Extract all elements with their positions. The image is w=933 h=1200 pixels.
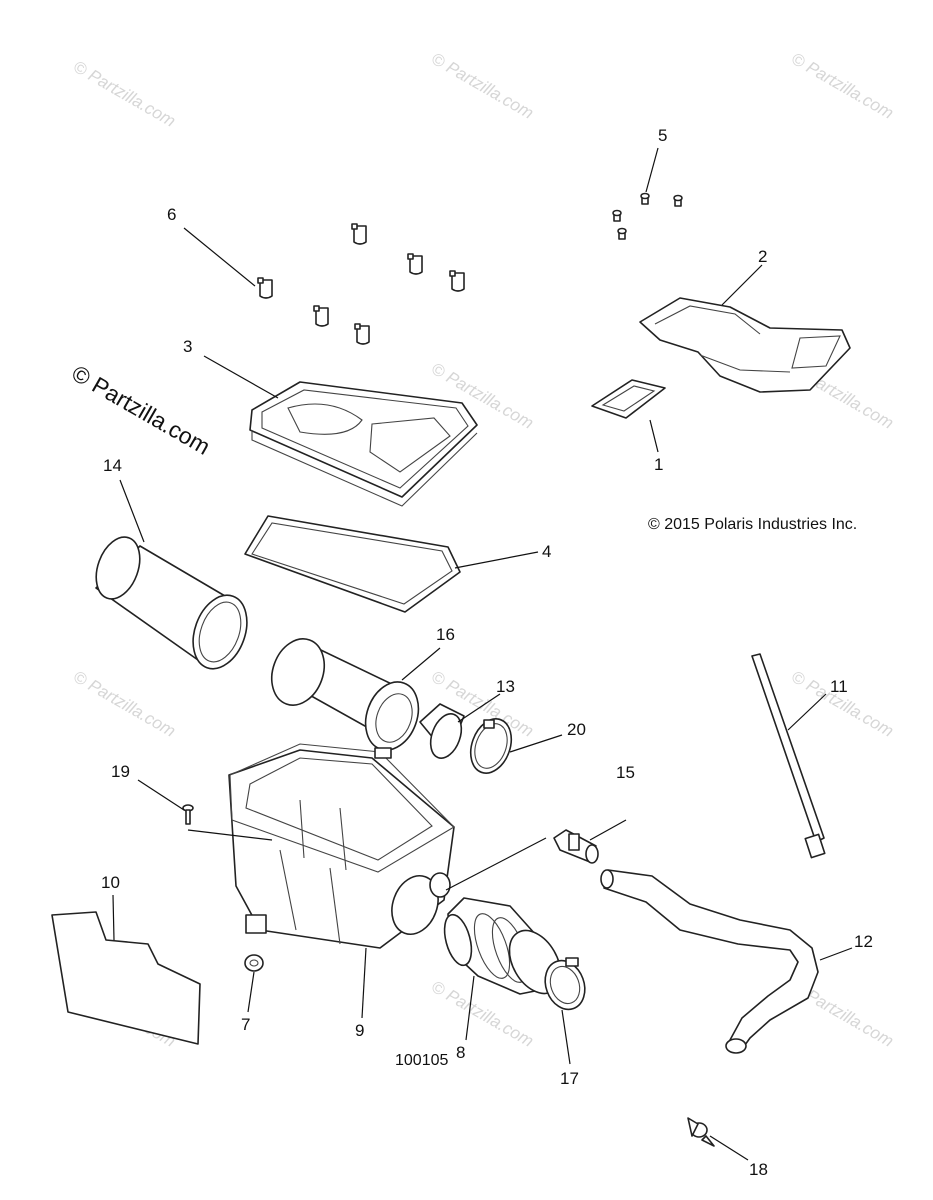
watermark: © Partzilla.com [428, 49, 537, 123]
watermark: © Partzilla.com [70, 667, 179, 741]
callout-14: 14 [103, 456, 122, 475]
part-13-ring [419, 703, 465, 759]
part-4-seal [244, 515, 461, 613]
part-12-hose [600, 869, 819, 1054]
callout-10: 10 [101, 873, 120, 892]
callouts: 1 2 3 4 5 6 7 8 9 10 11 12 13 14 15 16 1… [101, 126, 873, 1179]
diagram-id: 100105 [395, 1052, 448, 1069]
brand-logo: © Partzilla.com [68, 360, 215, 460]
part-15-fitting [553, 829, 599, 864]
part-19-screw [182, 804, 194, 825]
callout-4: 4 [542, 542, 551, 561]
leader-lines [112, 147, 853, 1161]
callout-13: 13 [496, 677, 515, 696]
callout-19: 19 [111, 762, 130, 781]
part-2-duct [639, 297, 851, 393]
part-17-clamp [544, 957, 586, 1011]
callout-18: 18 [749, 1160, 768, 1179]
watermarks: © Partzilla.com © Partzilla.com © Partzi… [70, 49, 897, 1051]
callout-3: 3 [183, 337, 192, 356]
part-3-lid [249, 381, 478, 507]
part-11-tie-strap [751, 653, 826, 859]
callout-11: 11 [830, 677, 848, 696]
part-10-shield [51, 911, 201, 1045]
callout-8: 8 [456, 1043, 465, 1062]
copyright-notice: © 2015 Polaris Industries Inc. [648, 516, 857, 533]
callout-9: 9 [355, 1021, 364, 1040]
callout-6: 6 [167, 205, 176, 224]
callout-15: 15 [616, 763, 635, 782]
callout-5: 5 [658, 126, 667, 145]
callout-16: 16 [436, 625, 455, 644]
callout-17: 17 [560, 1069, 579, 1088]
callout-20: 20 [567, 720, 586, 739]
part-14-foam-filter [95, 536, 248, 670]
part-1-gasket [591, 379, 666, 419]
callout-7: 7 [241, 1015, 250, 1034]
part-6-clips [257, 223, 465, 345]
watermark: © Partzilla.com [70, 57, 179, 131]
callout-1: 1 [654, 455, 663, 474]
watermark: © Partzilla.com [788, 49, 897, 123]
part-5-screws [612, 192, 683, 240]
callout-12: 12 [854, 932, 873, 951]
part-18-wing-nut [687, 1117, 715, 1147]
part-16-filter [270, 638, 420, 751]
part-9-airbox-base [228, 743, 455, 949]
callout-2: 2 [758, 247, 767, 266]
part-7-grommet [244, 954, 264, 972]
part-20-clamp [469, 718, 513, 774]
